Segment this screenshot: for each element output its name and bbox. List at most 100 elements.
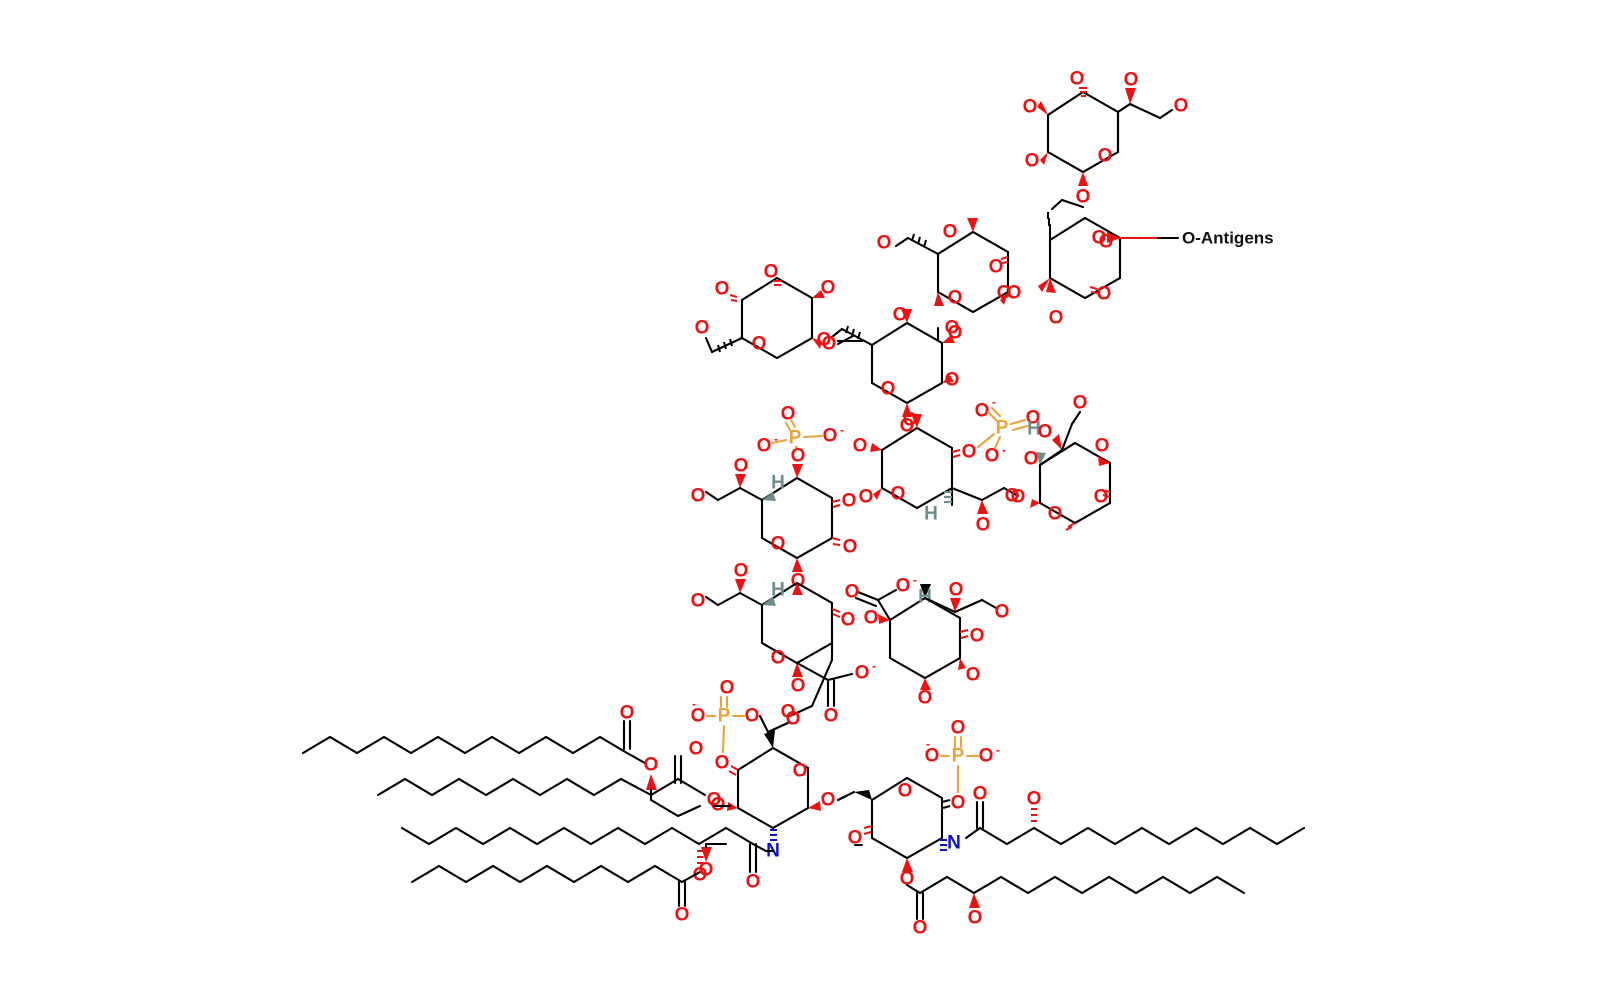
svg-text:O: O xyxy=(1011,487,1026,508)
svg-text:O: O xyxy=(771,534,786,555)
svg-text:N: N xyxy=(947,833,961,854)
svg-text:O: O xyxy=(841,610,856,631)
svg-text:O: O xyxy=(891,484,906,505)
svg-text:O: O xyxy=(966,665,981,686)
phosphate-group-heptose: P O O - O - xyxy=(757,404,844,457)
svg-text:P: P xyxy=(789,428,802,449)
svg-text:O: O xyxy=(877,233,892,254)
svg-text:O: O xyxy=(1005,486,1020,507)
svg-text:H: H xyxy=(924,504,938,525)
svg-text:O: O xyxy=(771,648,786,669)
svg-text:-: - xyxy=(840,423,844,437)
svg-text:O: O xyxy=(1038,422,1053,443)
svg-text:O: O xyxy=(855,663,870,684)
svg-text:H: H xyxy=(1027,419,1041,440)
svg-text:O: O xyxy=(786,709,801,730)
svg-text:O: O xyxy=(1095,436,1110,457)
phosphate-group-core: P O - O O - xyxy=(975,395,1041,467)
svg-text:-: - xyxy=(1002,443,1006,457)
acyl-chain-5-amide-right: O O xyxy=(964,784,1306,846)
acyl-chain-2: O O xyxy=(376,739,722,811)
svg-text:O: O xyxy=(1076,187,1091,208)
svg-text:O: O xyxy=(693,865,708,886)
svg-text:O: O xyxy=(791,446,806,467)
svg-text:O: O xyxy=(945,318,960,339)
svg-text:O: O xyxy=(853,436,868,457)
svg-text:O: O xyxy=(715,753,730,774)
svg-text:O: O xyxy=(845,582,860,603)
svg-text:O: O xyxy=(1026,408,1041,429)
svg-text:O: O xyxy=(951,793,966,814)
svg-text:O: O xyxy=(1023,97,1038,118)
svg-text:O: O xyxy=(620,703,635,724)
svg-text:O: O xyxy=(896,576,911,597)
svg-text:O: O xyxy=(1073,393,1088,414)
svg-text:O: O xyxy=(746,872,761,893)
svg-text:O: O xyxy=(997,283,1012,304)
svg-text:O: O xyxy=(781,702,796,723)
svg-text:O: O xyxy=(1097,284,1112,305)
svg-text:O: O xyxy=(842,491,857,512)
sugar-ring-outer-core-5: O O O O O O xyxy=(695,262,855,360)
svg-text:O: O xyxy=(821,790,836,811)
sugar-ring-heptose-left: O H O O O P O O - O - xyxy=(691,404,858,592)
svg-text:O: O xyxy=(962,442,977,463)
acyl-chain-6: O O xyxy=(905,875,1246,939)
svg-text:O: O xyxy=(945,370,960,391)
svg-text:O: O xyxy=(699,860,714,881)
svg-text:O: O xyxy=(644,755,659,776)
svg-text:O: O xyxy=(791,676,806,697)
svg-text:-: - xyxy=(992,395,996,409)
svg-text:H: H xyxy=(771,580,785,601)
svg-text:O: O xyxy=(707,790,722,811)
svg-text:O: O xyxy=(898,781,913,802)
svg-text:O: O xyxy=(1048,504,1063,525)
svg-text:O: O xyxy=(995,602,1010,623)
svg-text:-: - xyxy=(692,697,696,711)
svg-text:O: O xyxy=(859,487,874,508)
svg-text:O: O xyxy=(951,718,966,739)
svg-text:O: O xyxy=(948,288,963,309)
svg-text:O: O xyxy=(752,334,767,355)
svg-text:O: O xyxy=(843,537,858,558)
svg-text:O: O xyxy=(689,739,704,760)
acyl-chain-4: O O xyxy=(410,842,714,926)
svg-text:O: O xyxy=(691,486,706,507)
svg-text:O: O xyxy=(975,401,990,422)
svg-text:O: O xyxy=(989,257,1004,278)
svg-text:O: O xyxy=(949,580,964,601)
svg-text:O: O xyxy=(1024,449,1039,470)
svg-text:-: - xyxy=(774,432,778,446)
sugar-ring-core-6: O O O O O P O - O O - xyxy=(853,395,1041,536)
sugar-ring-outer-core-3: O O O O O O xyxy=(877,218,1012,339)
svg-text:O: O xyxy=(918,688,933,709)
phosphate-group-lipidA-1: P O O - O xyxy=(691,678,770,754)
svg-text:O: O xyxy=(979,746,994,767)
svg-text:O: O xyxy=(1124,70,1139,91)
svg-text:-: - xyxy=(996,743,1000,757)
svg-text:O: O xyxy=(821,278,836,299)
svg-text:O: O xyxy=(1025,151,1040,172)
svg-text:O: O xyxy=(715,279,730,300)
phosphate-group-lipidA-2: P O O - O - xyxy=(925,718,1000,794)
lipid-a-ring-right: O O P O O - O - N xyxy=(836,718,1000,890)
svg-text:O: O xyxy=(1174,96,1189,117)
svg-text:O: O xyxy=(968,908,983,929)
svg-text:O: O xyxy=(720,678,735,699)
svg-text:O: O xyxy=(764,262,779,283)
svg-text:O: O xyxy=(925,746,940,767)
svg-text:-: - xyxy=(913,573,917,587)
o-antigens-label: O-Antigens xyxy=(1182,229,1274,248)
svg-text:O: O xyxy=(675,905,690,926)
svg-text:O: O xyxy=(943,222,958,243)
svg-text:-: - xyxy=(872,659,876,673)
svg-text:P: P xyxy=(996,418,1009,439)
svg-text:O: O xyxy=(1092,228,1107,249)
svg-text:P: P xyxy=(718,706,731,727)
svg-text:O: O xyxy=(734,456,749,477)
svg-text:H: H xyxy=(771,473,785,494)
svg-text:O: O xyxy=(793,761,808,782)
sugar-ring-terminal-glucose: O O O O O O O xyxy=(1023,69,1189,208)
